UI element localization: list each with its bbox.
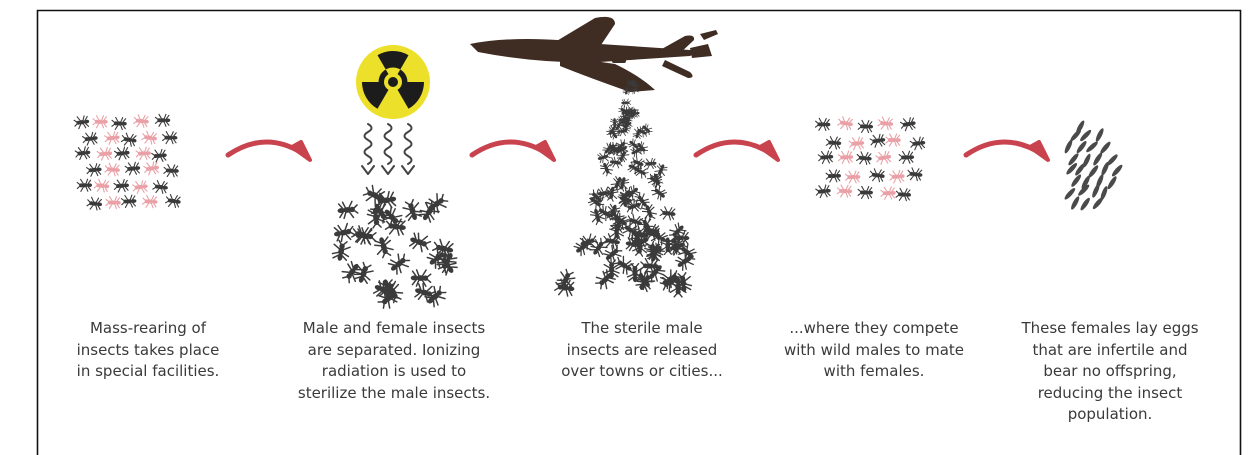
curved-arrow-icon xyxy=(966,142,1048,160)
insect-cluster-icon xyxy=(815,116,925,201)
insect-swarm-icon xyxy=(332,184,459,311)
step-4-caption: ...where they compete with wild males to… xyxy=(764,318,984,383)
curved-arrow-icon xyxy=(228,142,310,160)
radiation-wave-icon xyxy=(362,124,414,174)
egg-cluster-icon xyxy=(1063,119,1124,211)
airplane-icon xyxy=(470,17,718,92)
curved-arrow-icon xyxy=(472,142,554,160)
step-3-caption: The sterile male insects are released ov… xyxy=(532,318,752,383)
curved-arrow-icon xyxy=(696,142,778,160)
step-1-caption: Mass-rearing of insects takes place in s… xyxy=(38,318,258,383)
step-5-caption: These females lay eggs that are infertil… xyxy=(1000,318,1220,426)
step-2-caption: Male and female insects are separated. I… xyxy=(284,318,504,404)
insect-release-icon xyxy=(554,78,697,297)
insect-cluster-icon xyxy=(74,114,181,210)
radiation-symbol-icon xyxy=(356,45,430,119)
